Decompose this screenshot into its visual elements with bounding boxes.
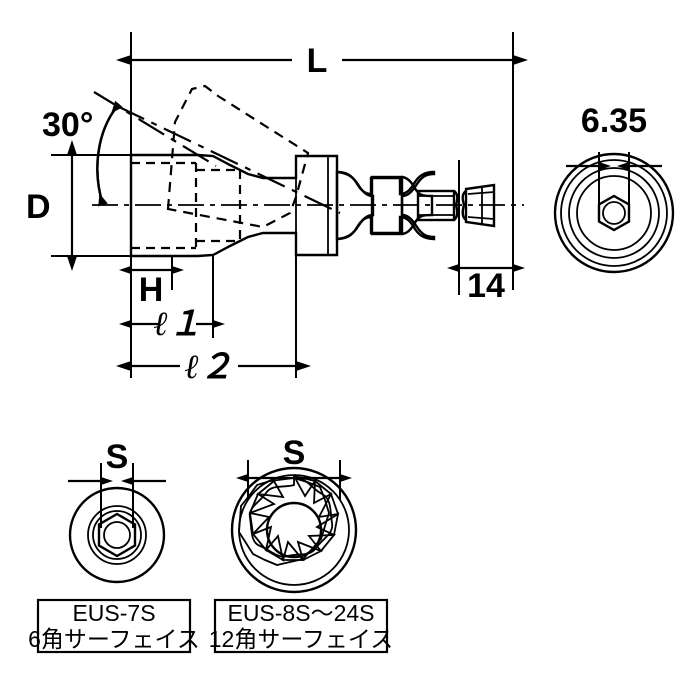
drive-end-view: 6.35 [553,102,675,274]
sec6-label-line1: EUS-7S [72,600,155,626]
sec12-inner-circle [265,501,323,559]
sec12-label-line1: EUS-8S～24S [227,600,374,626]
sec6-ring-2 [87,505,147,565]
sec12-scallop-4 [315,512,340,537]
end-view-ring-2 [560,159,668,267]
dim-H-label: H [139,271,164,309]
sec12-scallop-6 [296,540,324,562]
dim-l1-label: ℓ１ [154,306,203,343]
spool-neck-rear [400,175,434,236]
end-view-outer-circle [553,152,675,274]
dim-S12-label: S [283,434,306,472]
six-point-label-box: EUS-7S 6角サーフェイス [28,598,200,654]
sec6-inner-circle [103,521,131,549]
sec6-hexagon [97,512,137,558]
sec12-scallops [248,474,340,562]
dimension-D: D [26,140,131,271]
sec12-scallop-8 [264,534,285,562]
swivel-indication: 30° [42,84,341,229]
angle-arc-arrow-down [96,103,120,207]
twelve-point-section-view: S EUS-8S～24S 12角サーフェイス [209,434,394,654]
twelve-point-label-box: EUS-8S～24S 12角サーフェイス [209,598,394,654]
dimension-l1: ℓ１ [119,256,225,343]
dimension-6-35: 6.35 [566,102,662,208]
tilt-axis-line [116,105,341,214]
sec6-outer-circle [68,486,166,584]
main-side-view: L 30° [26,32,528,386]
dim-D-label: D [26,188,51,226]
sec6-label-line2: 6角サーフェイス [28,626,200,652]
end-view-ring-4 [576,175,652,251]
dim-L-label: L [307,42,328,80]
sec12-scallop-11 [248,492,277,515]
dimension-H: H [119,256,184,309]
six-point-section-view: S EUS-7S 6角サーフェイス [28,438,200,654]
sec12-scallop-7 [281,540,305,561]
sec6-label-rect [36,598,192,654]
dim-14-label: 14 [467,267,505,305]
dim-S6-label: S [106,438,129,476]
end-view-ring-3 [568,167,660,259]
dim-angle-label: 30° [42,106,93,144]
shank-hex-end [464,183,496,228]
shank-hex-flat-bottom [467,216,495,220]
sec12-outer-circle [230,466,358,594]
sec12-scallop-10 [248,511,271,536]
shank-groove-rear [461,190,467,221]
dimension-L: L [116,42,528,80]
dim-l2-label: ℓ２ [185,349,234,386]
dimension-14: 14 [447,160,525,305]
sec12-label-rect [213,598,389,654]
dimension-S-six-point: S [68,438,166,528]
sec12-label-line2: 12角サーフェイス [209,626,394,652]
dimension-S-twelve-point: S [236,434,352,500]
sec12-scallop-12 [255,479,285,499]
sec12-scallop-3 [317,491,340,519]
dimension-l2: ℓ２ [116,256,311,386]
socket-body-profile [129,153,339,258]
sec12-scallop-2 [313,479,333,505]
end-view-hex-inscribed-circle [602,201,626,225]
tilted-socket-outline [166,84,310,229]
shank-hex-flat-top [467,191,495,195]
dim-635-label: 6.35 [581,102,647,140]
sec6-ring-3 [92,510,142,560]
